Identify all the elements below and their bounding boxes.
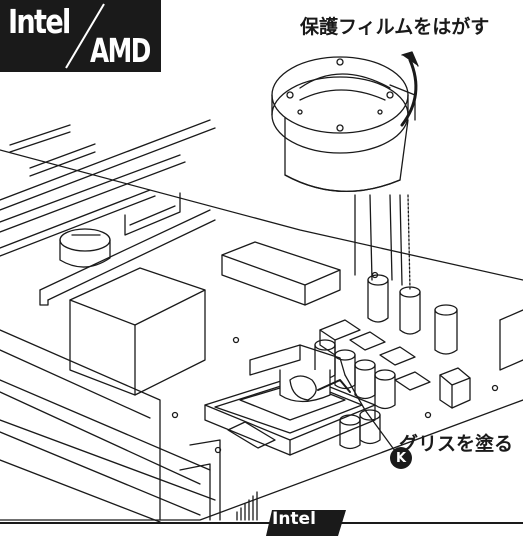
- screw-holes: [171, 271, 499, 454]
- pcie-slots: [0, 119, 216, 306]
- remove-film-callout: 保護フィルムをはがす: [300, 16, 490, 38]
- badge-amd-label: AMD: [90, 31, 151, 70]
- badge-intel-label: Intel: [8, 2, 71, 41]
- motherboard-outline: [0, 149, 523, 521]
- bottom-divider: [0, 522, 523, 524]
- platform-badge: Intel AMD: [0, 0, 161, 72]
- capacitors: [314, 274, 523, 450]
- bottom-tag-shape: [266, 510, 346, 536]
- apply-grease-callout: グリスを塗る: [399, 433, 514, 455]
- chipset-heatsink: [69, 267, 206, 396]
- signal-bars-icon: [236, 491, 258, 521]
- cooler-pipes: [354, 194, 411, 291]
- step-marker-k: K: [390, 447, 412, 469]
- cpu-cooler: [271, 56, 416, 192]
- ram-slots: [0, 329, 221, 523]
- coin-battery: [59, 228, 111, 268]
- rotate-arrow: [400, 51, 419, 127]
- cpu-socket: [204, 344, 399, 456]
- bottom-tag-intel-label: Intel: [272, 509, 316, 529]
- badge-divider: [65, 3, 105, 69]
- chip-block: [221, 241, 341, 306]
